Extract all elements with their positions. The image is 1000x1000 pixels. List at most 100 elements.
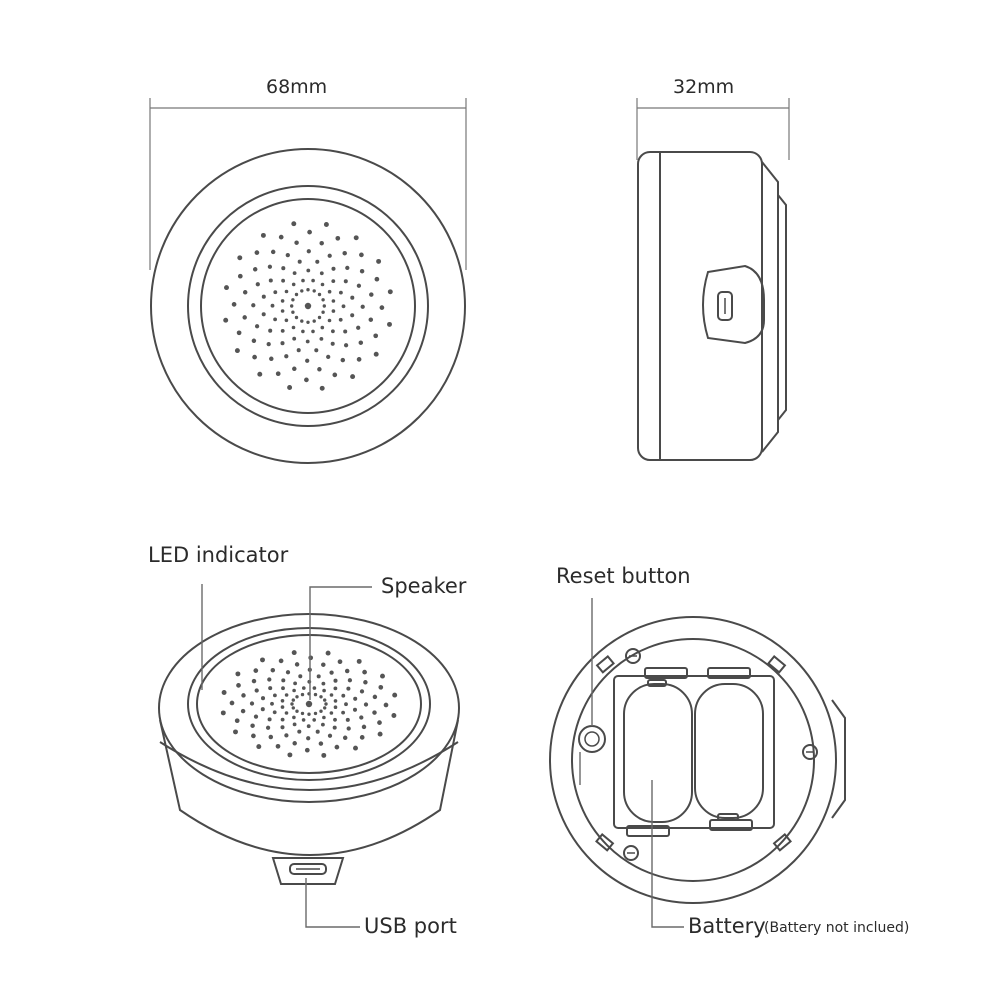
grille-dot <box>224 285 229 291</box>
grille-dot <box>333 678 338 683</box>
grille-dot <box>360 304 365 309</box>
grille-dot <box>338 290 343 295</box>
grille-dot <box>291 325 296 330</box>
grille-dot <box>223 317 229 323</box>
grille-dot <box>241 693 246 698</box>
grille-dot <box>383 702 389 708</box>
grille-dot <box>285 670 291 675</box>
grille-dot <box>315 729 320 734</box>
grille-dot <box>325 650 331 656</box>
grille-dot <box>275 371 281 377</box>
side-view <box>636 98 790 461</box>
width-dimension-label: 68mm <box>266 76 328 98</box>
grille-dot <box>317 292 322 297</box>
grille-dot <box>322 715 326 720</box>
grille-dot <box>284 733 289 738</box>
grille-dot <box>292 741 297 746</box>
grille-dot <box>320 325 325 330</box>
grille-dot <box>267 264 273 269</box>
screw-top <box>625 648 641 664</box>
battery-compartment <box>613 675 775 829</box>
grille-dot <box>268 278 273 283</box>
grille-dot <box>242 315 247 320</box>
grille-dot <box>333 699 338 703</box>
grille-dot <box>341 710 346 715</box>
battery-note: (Battery not inclued) <box>764 920 910 936</box>
grille-dot <box>306 249 311 254</box>
grille-dot <box>391 713 397 718</box>
grille-dot <box>311 278 315 283</box>
grille-dot <box>250 723 255 728</box>
grille-dot <box>275 743 281 749</box>
grille-dot <box>321 298 325 302</box>
grille-dot <box>317 367 322 372</box>
grille-dot <box>341 304 346 309</box>
grille-dot <box>358 340 364 345</box>
grille-dot <box>312 319 316 323</box>
grille-dot <box>363 680 368 685</box>
grille-dot <box>280 699 285 703</box>
grille-dot <box>322 304 326 308</box>
grille-dot <box>300 289 304 293</box>
grille-dot <box>254 324 260 329</box>
usb-leader <box>305 878 360 928</box>
grille-dot <box>320 722 325 727</box>
perspective-usb-housing <box>271 857 345 885</box>
grille-dot <box>346 726 351 731</box>
grille-dot <box>329 693 334 697</box>
grille-dot <box>313 711 318 716</box>
grille-dot <box>368 317 374 322</box>
grille-dot <box>236 330 242 336</box>
grille-dot <box>280 725 285 730</box>
grille-dot <box>278 234 284 240</box>
grille-dot <box>342 250 347 256</box>
perspective-speaker-grille <box>220 650 398 758</box>
grille-dot <box>267 677 272 682</box>
grille-dot <box>306 724 311 729</box>
grille-dot <box>291 282 296 287</box>
grille-dot <box>361 724 367 730</box>
grille-dot <box>266 341 271 347</box>
grille-dot <box>297 259 302 264</box>
grille-dot <box>359 268 365 274</box>
grille-dot <box>284 318 289 323</box>
grille-dot <box>372 694 378 700</box>
grille-dot <box>295 709 299 713</box>
grille-dot <box>323 706 327 710</box>
grille-dot <box>345 265 350 271</box>
back-outer-ring <box>549 616 837 904</box>
grille-dot <box>306 288 310 292</box>
front-speaker-face <box>200 198 416 414</box>
grille-dot <box>284 693 289 697</box>
led-indicator-label: LED indicator <box>148 543 289 567</box>
grille-dot <box>362 669 367 675</box>
perspective-speaker-face <box>196 634 422 774</box>
grille-dot <box>345 717 350 722</box>
grille-dot <box>353 745 358 751</box>
grille-dot <box>300 319 304 323</box>
grille-dot <box>272 710 277 715</box>
grille-dot <box>327 318 332 323</box>
grille-dot <box>319 240 324 246</box>
screw-right <box>802 744 818 760</box>
grille-dot <box>373 351 379 357</box>
grille-dot <box>319 336 324 341</box>
grille-dot <box>343 329 348 334</box>
grille-dot <box>267 717 272 722</box>
grille-dot <box>292 688 296 693</box>
grille-dot <box>306 320 310 324</box>
grille-dot <box>280 705 285 709</box>
grille-dot <box>330 341 335 346</box>
grille-center-dot <box>304 302 312 310</box>
grille-dot <box>281 278 286 283</box>
reset-button-label: Reset button <box>556 564 691 588</box>
grille-center-dot <box>305 700 313 708</box>
back-view <box>549 616 846 904</box>
battery-left <box>623 683 693 823</box>
grille-dot <box>343 279 348 284</box>
side-usb-port <box>717 291 733 321</box>
grille-dot <box>373 333 379 339</box>
usb-port-label: USB port <box>364 914 457 938</box>
grille-dot <box>350 374 356 380</box>
grille-dot <box>280 309 285 313</box>
